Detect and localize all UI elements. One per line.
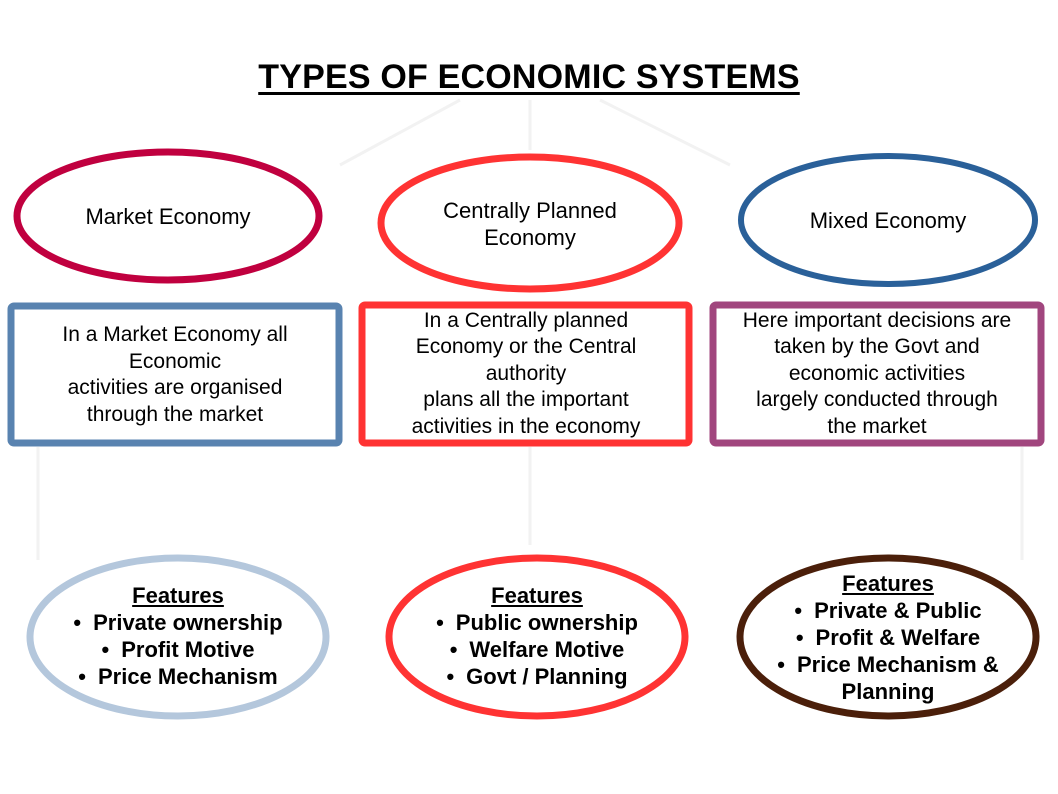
- central-definition-box: [358, 301, 693, 447]
- connector-title-mixed: [599, 98, 731, 167]
- feature-item: Price Mechanism & Planning: [760, 651, 1016, 705]
- mixed-definition-box: [709, 301, 1045, 447]
- mixed-features: Features Private & Public Profit & Welfa…: [760, 567, 1016, 707]
- central-features: Features Public ownership Welfare Motive…: [398, 580, 676, 692]
- mixed-features-list: Private & Public Profit & Welfare Price …: [760, 597, 1016, 705]
- mixed-economy-label: Mixed Economy: [809, 207, 967, 233]
- central-definition-text: In a Centrally planned Economy or the Ce…: [411, 308, 641, 438]
- market-features-heading: Features: [132, 583, 224, 608]
- central-features-list: Public ownership Welfare Motive Govt / P…: [436, 609, 638, 690]
- feature-item: Profit Motive: [73, 636, 282, 663]
- feature-item: Private ownership: [73, 609, 283, 636]
- feature-item: Govt / Planning: [436, 663, 638, 690]
- mixed-economy-ellipse: [738, 153, 1038, 287]
- market-definition-box: [7, 302, 343, 447]
- feature-item: Welfare Motive: [436, 636, 638, 663]
- market-economy-ellipse: [13, 148, 323, 284]
- connectors: [36, 98, 1024, 560]
- feature-item: Public ownership: [436, 609, 638, 636]
- mixed-definition-text: Here important decisions are taken by th…: [742, 308, 1012, 438]
- diagram-title: TYPES OF ECONOMIC SYSTEMS: [258, 58, 800, 96]
- central-economy-ellipse: [377, 153, 683, 293]
- mixed-features-heading: Features: [842, 570, 934, 596]
- feature-item: Price Mechanism: [73, 663, 282, 690]
- feature-item: Profit & Welfare: [760, 624, 1016, 651]
- market-definition-text: In a Market Economy all Economic activit…: [62, 323, 288, 426]
- market-features: Features Private ownership Profit Motive…: [40, 580, 316, 692]
- central-economy-label: Centrally Planned Economy: [443, 198, 617, 250]
- feature-item: Private & Public: [760, 597, 1016, 624]
- market-features-list: Private ownership Profit Motive Price Me…: [73, 609, 283, 690]
- central-features-heading: Features: [491, 583, 583, 608]
- market-economy-label: Market Economy: [85, 203, 251, 229]
- connector-title-market: [339, 98, 461, 167]
